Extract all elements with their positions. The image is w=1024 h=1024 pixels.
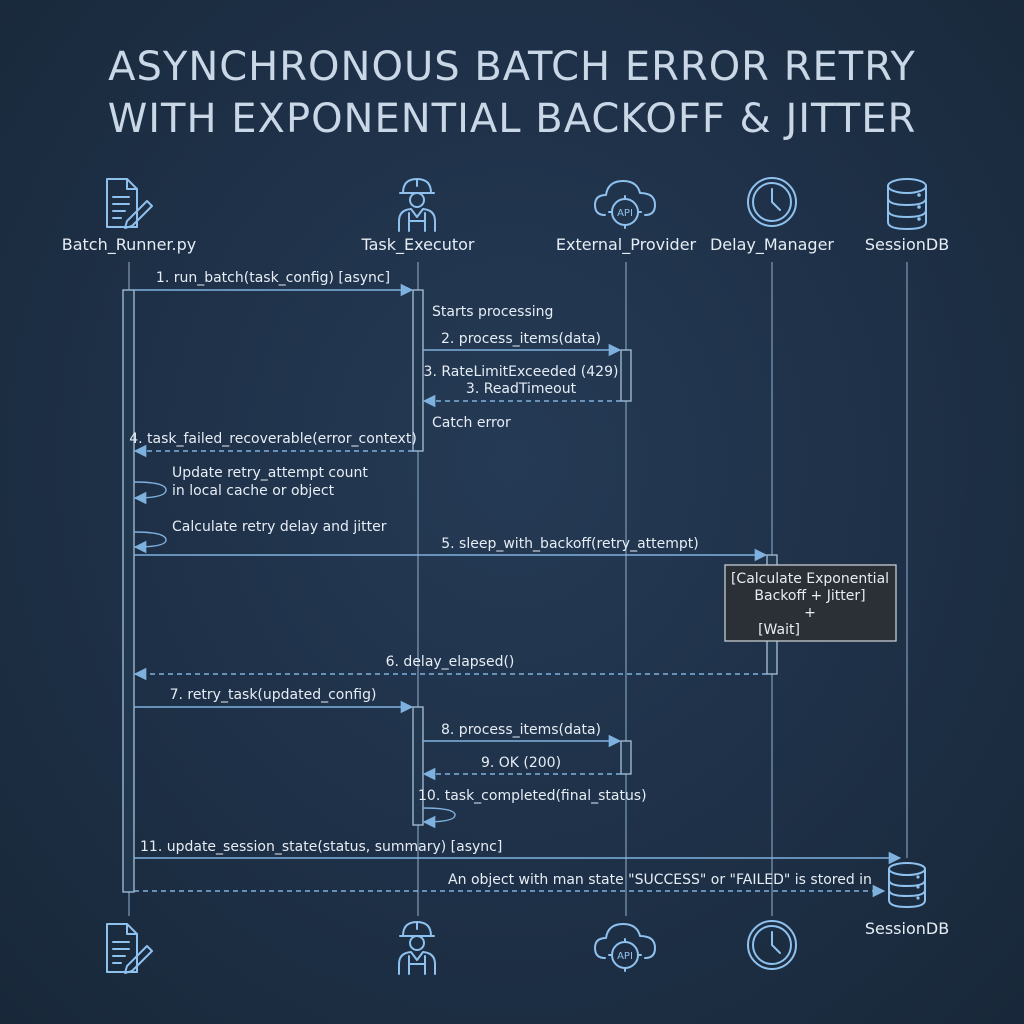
bottom-label-sessiondb: SessionDB [865,919,949,938]
document-pencil-icon [106,178,153,229]
cloud-api-icon: API [594,180,656,229]
note-starts-processing: Starts processing [432,304,553,320]
message-label-4: 4. task_failed_recoverable(error_context… [129,431,417,447]
self-call-label-1a: Update retry_attempt count [172,465,368,481]
activation-batch-runner [122,289,135,893]
self-call-label-1b: in local cache or object [172,483,335,499]
message-label-5: 5. sleep_with_backoff(retry_attempt) [441,536,699,552]
message-label-1: 1. run_batch(task_config) [async] [156,270,390,286]
cloud-api-icon: API [594,923,656,972]
clock-icon [747,177,797,227]
message-label-9: 9. OK (200) [481,755,561,771]
self-call-label-2: Calculate retry delay and jitter [172,519,387,535]
note-line-1: [Calculate Exponential [731,571,889,587]
message-label-7: 7. retry_task(updated_config) [170,687,377,703]
message-label-6: 6. delay_elapsed() [386,654,515,670]
message-label-8: 8. process_items(data) [441,722,601,738]
database-icon [888,862,926,908]
note-line-3: + [804,605,816,621]
activation-external-provider-2 [620,740,632,775]
message-label-10: 10. task_completed(final_status) [418,788,647,804]
self-call-arrow-10 [422,807,456,829]
activation-task-executor-2 [412,706,424,826]
self-call-arrow-2 [133,531,167,554]
participant-task-executor: Task_Executor [360,235,474,255]
svg-text:API: API [617,951,633,962]
database-icon [887,178,927,230]
title-line-2: WITH EXPONENTIAL BACKOFF & JITTER [108,96,917,142]
document-pencil-icon [106,923,153,974]
participant-sessiondb: SessionDB [865,235,949,254]
activation-task-executor-1 [412,289,424,452]
note-catch-error: Catch error [432,415,511,431]
message-label-3b: 3. ReadTimeout [466,381,577,397]
note-box-backoff [724,564,897,642]
note-line-4: [Wait] [758,622,800,638]
activation-external-provider-1 [620,349,632,402]
worker-hardhat-icon [398,178,436,232]
message-label-12: An object with man state "SUCCESS" or "F… [448,872,872,888]
participant-external-provider: External_Provider [556,235,697,255]
participant-batch-runner: Batch_Runner.py [62,235,196,255]
note-line-2: Backoff + Jitter] [754,588,865,604]
message-label-2: 2. process_items(data) [441,331,601,347]
message-label-3a: 3. RateLimitExceeded (429) [424,364,619,380]
worker-hardhat-icon [398,921,436,975]
participant-delay-manager: Delay_Manager [710,235,834,255]
title-line-1: ASYNCHRONOUS BATCH ERROR RETRY [108,44,916,90]
clock-icon [747,920,797,970]
self-call-arrow-1 [133,481,167,505]
svg-text:API: API [617,208,633,219]
message-label-11: 11. update_session_state(status, summary… [140,839,502,855]
